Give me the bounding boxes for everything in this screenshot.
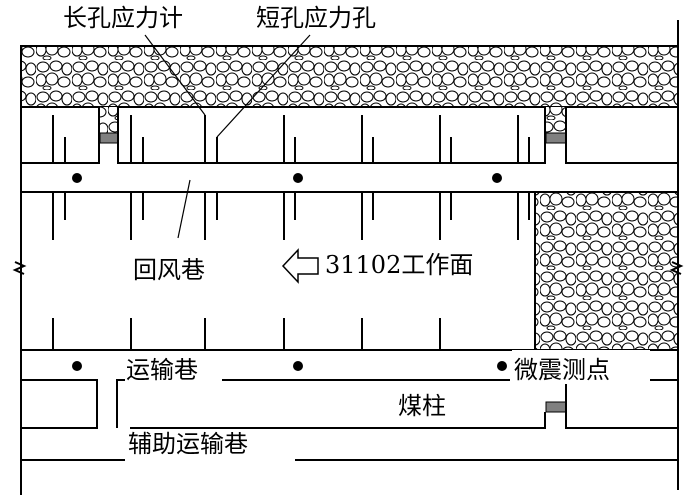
label-microseismic-point: 微震测点 bbox=[514, 356, 610, 384]
label-transport-roadway: 运输巷 bbox=[126, 356, 198, 384]
leader-lines bbox=[144, 34, 311, 239]
gob-area-top bbox=[20, 45, 679, 108]
label-coal-pillar: 煤柱 bbox=[398, 392, 446, 420]
label-long-hole-gauge: 长孔应力计 bbox=[63, 4, 183, 32]
seal-wall bbox=[545, 132, 567, 144]
seal-wall bbox=[545, 401, 567, 413]
break-symbol bbox=[12, 261, 684, 275]
stress-gauges bbox=[52, 115, 530, 350]
gob-area-right bbox=[535, 192, 678, 350]
label-aux-transport-roadway: 辅助运输巷 bbox=[128, 430, 248, 458]
label-short-hole-gauge: 短孔应力孔 bbox=[256, 4, 376, 32]
seal-wall bbox=[99, 132, 119, 144]
gob-area-gap bbox=[99, 107, 118, 133]
label-working-face: 31102工作面 bbox=[325, 251, 473, 279]
advance-direction-arrow-icon bbox=[281, 248, 319, 284]
label-return-airway: 回风巷 bbox=[133, 256, 205, 284]
gob-area-gap bbox=[545, 107, 566, 133]
microseismic-points bbox=[72, 173, 507, 371]
